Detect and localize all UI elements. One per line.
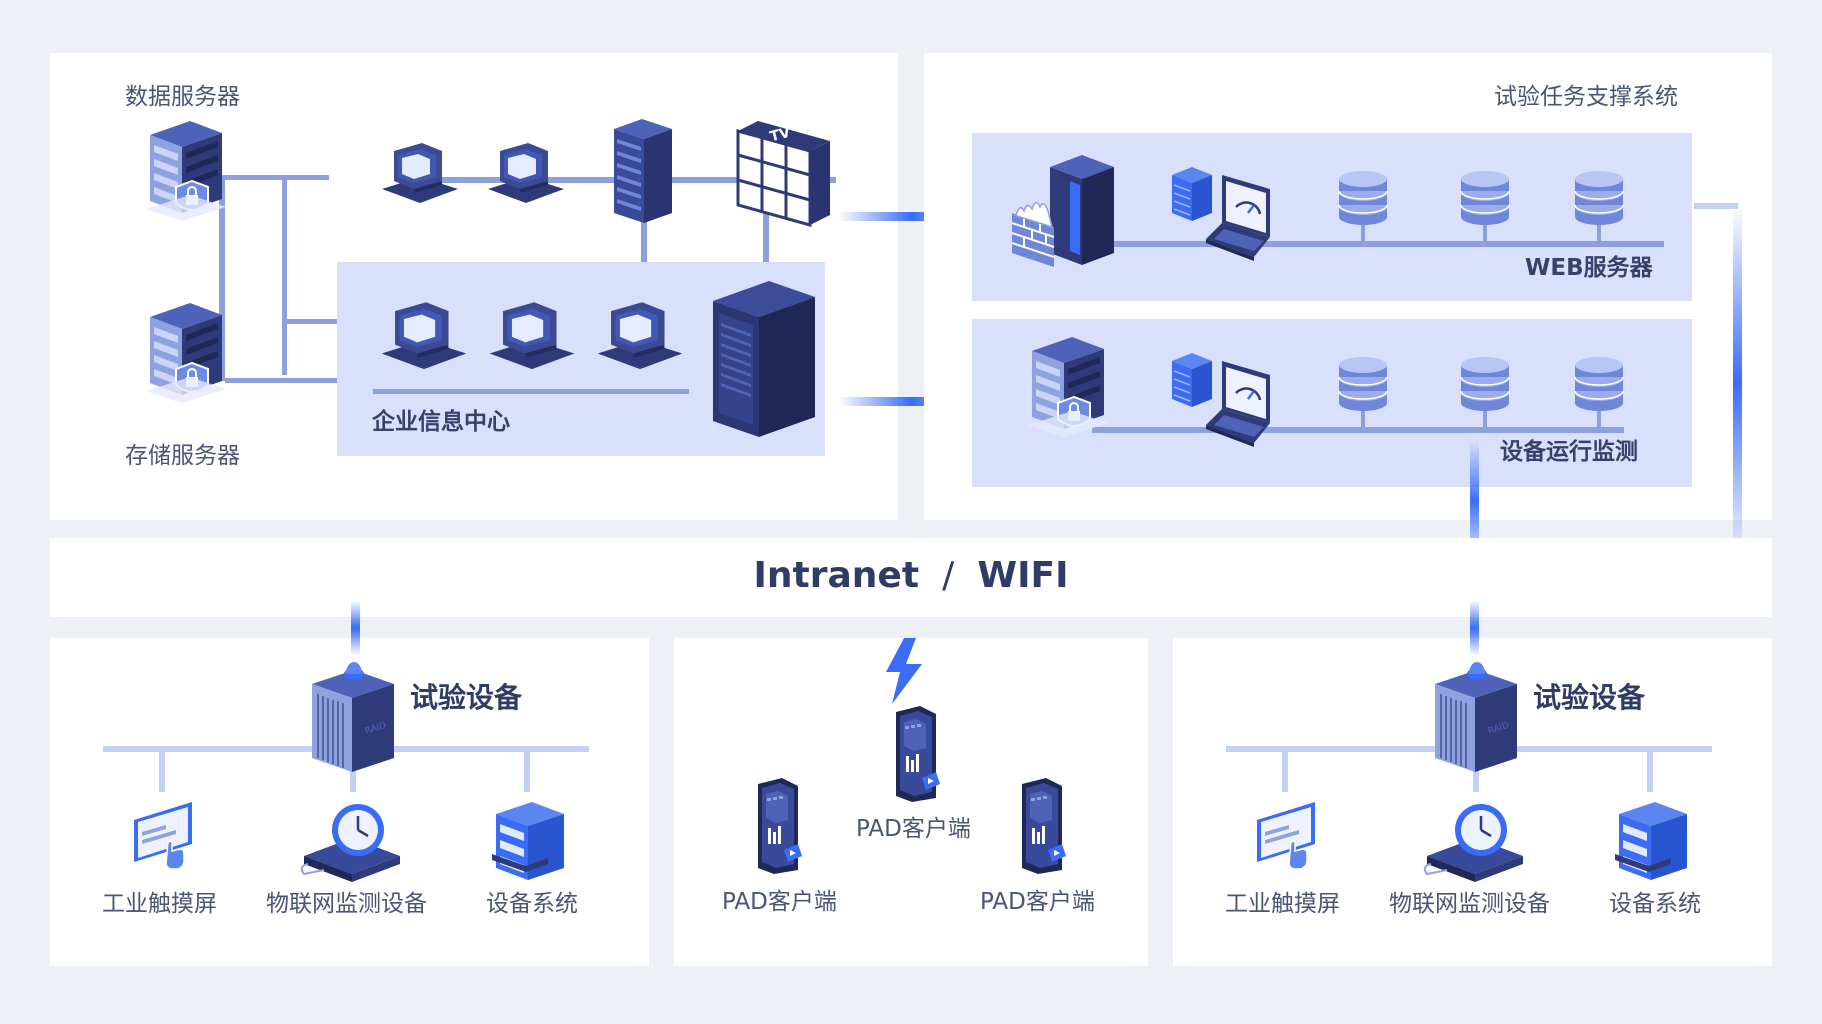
web-server-group: WEB服务器 — [972, 133, 1692, 301]
equipment-monitor-group: 设备运行监测 — [972, 319, 1692, 487]
database-icon — [1455, 161, 1515, 231]
iot-monitor-label: 物联网监测设备 — [1389, 891, 1550, 917]
server-lock-icon — [142, 299, 232, 409]
enterprise-center-group: 企业信息中心 — [337, 262, 825, 456]
connector-line — [282, 319, 388, 324]
pad-client-label: PAD客户端 — [856, 816, 971, 842]
laptop-dashboard-icon — [1166, 347, 1286, 457]
desktop-computer-icon — [379, 300, 469, 378]
data-server-label: 数据服务器 — [125, 84, 240, 110]
database-icon — [1333, 347, 1393, 417]
connector-line — [524, 750, 530, 792]
network-separator: / — [942, 555, 955, 596]
link-glow — [351, 600, 360, 656]
iot-monitor-label: 物联网监测设备 — [266, 891, 427, 917]
equipment-rack-icon — [1611, 796, 1691, 886]
test-support-panel: 试验任务支撑系统 WEB服务器 设备运行监测 — [924, 53, 1772, 520]
network-bar: Intranet / WIFI — [50, 538, 1772, 617]
touchscreen-icon — [130, 798, 200, 878]
desktop-computer-icon — [380, 141, 460, 211]
tablet-icon — [892, 704, 942, 804]
connector-line — [1483, 215, 1487, 243]
equipment-monitor-label: 设备运行监测 — [1500, 439, 1638, 465]
desktop-computer-icon — [486, 141, 566, 211]
web-server-label: WEB服务器 — [1525, 255, 1653, 281]
lightning-icon — [886, 638, 922, 704]
link-glow — [1733, 205, 1742, 561]
firewall-icon — [1010, 151, 1120, 271]
intranet-label: Intranet — [753, 555, 920, 596]
connector-line — [1361, 401, 1365, 429]
connector-line — [225, 175, 329, 180]
connector-line — [225, 378, 388, 383]
test-support-title: 试验任务支撑系统 — [1494, 84, 1678, 110]
touchscreen-label: 工业触摸屏 — [102, 891, 217, 917]
tablet-icon — [754, 776, 804, 876]
rack-server-icon — [608, 117, 678, 227]
database-icon — [1455, 347, 1515, 417]
laptop-dashboard-icon — [1166, 161, 1286, 271]
connector-line — [1483, 401, 1487, 429]
server-lock-icon — [1024, 333, 1114, 443]
iot-monitor-icon — [296, 798, 406, 888]
connector-line — [763, 177, 769, 315]
database-icon — [1333, 161, 1393, 231]
wifi-label: WIFI — [977, 555, 1069, 596]
database-icon — [1569, 347, 1629, 417]
tablet-icon — [1018, 776, 1068, 876]
test-equipment-panel-right: 试验设备 工业触摸屏 物联网监测设备 设备系统 — [1173, 638, 1772, 966]
connector-line — [1597, 215, 1601, 243]
database-icon — [1569, 161, 1629, 231]
desktop-computer-icon — [487, 300, 577, 378]
pad-client-panel: PAD客户端 PAD客户端 PAD客户端 — [674, 638, 1148, 966]
connector-line — [1361, 215, 1365, 243]
test-equipment-title: 试验设备 — [410, 681, 523, 714]
link-glow — [838, 212, 986, 221]
connector-line — [373, 389, 689, 394]
equipment-system-label: 设备系统 — [486, 891, 578, 917]
connector-line — [1647, 750, 1653, 792]
test-equipment-panel-left: 试验设备 工业触摸屏 物联网监测设备 设备系统 — [50, 638, 649, 966]
connector-line — [1092, 427, 1624, 433]
connector-line — [282, 175, 287, 375]
connector-line — [641, 177, 647, 315]
connector-line — [1694, 203, 1738, 209]
link-glow — [838, 397, 986, 406]
connector-line — [1282, 750, 1288, 792]
iot-monitor-icon — [1419, 798, 1529, 888]
link-glow — [1470, 440, 1479, 562]
connector-line — [1597, 401, 1601, 429]
server-lock-icon — [142, 117, 232, 227]
enterprise-panel: 数据服务器 存储服务器 TV 企业信息中心 — [50, 53, 898, 520]
pad-client-label: PAD客户端 — [722, 889, 837, 915]
enterprise-center-label: 企业信息中心 — [372, 409, 510, 435]
connector-line — [219, 175, 225, 381]
connector-line — [159, 750, 165, 792]
cabinet-server-icon — [709, 279, 819, 439]
test-equipment-title: 试验设备 — [1533, 681, 1646, 714]
equipment-system-label: 设备系统 — [1609, 891, 1701, 917]
touchscreen-label: 工业触摸屏 — [1225, 891, 1340, 917]
network-label: Intranet / WIFI — [50, 558, 1772, 594]
equipment-rack-icon — [488, 796, 568, 886]
raid-box-icon — [308, 658, 398, 778]
link-glow — [1470, 600, 1479, 656]
raid-box-icon — [1431, 658, 1521, 778]
connector-line — [1092, 241, 1664, 247]
storage-server-label: 存储服务器 — [125, 443, 240, 469]
desktop-computer-icon — [595, 300, 685, 378]
pad-client-label: PAD客户端 — [980, 889, 1095, 915]
touchscreen-icon — [1253, 798, 1323, 878]
